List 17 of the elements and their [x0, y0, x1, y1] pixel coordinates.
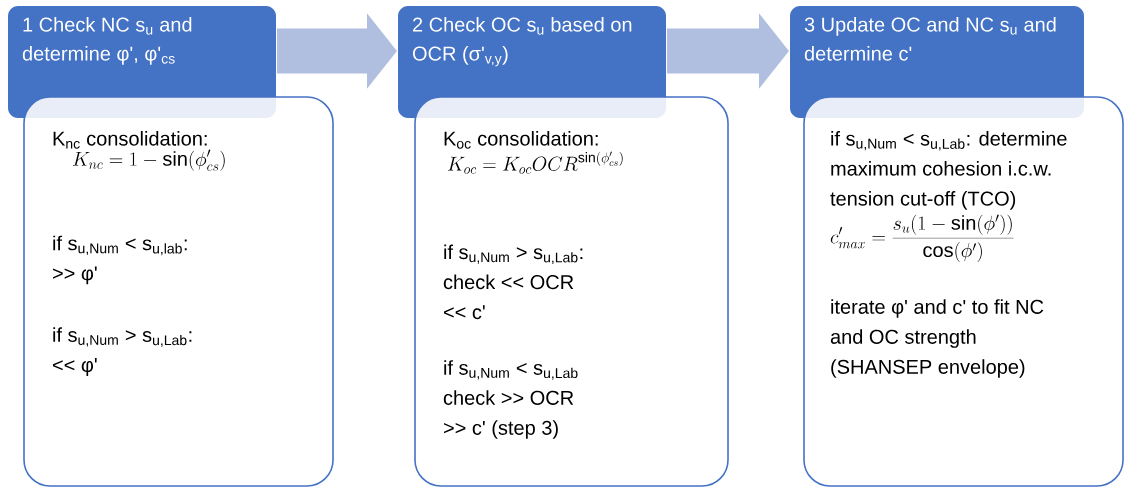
- formula: $K_{nc} = 1 - \sin(\phi_{cs}')$: [72, 149, 225, 171]
- body-text: if s$_{u,Num}$ < s$_{u,lab}$: >> φ': [53, 235, 187, 285]
- content-box: [23, 96, 334, 487]
- formula: $c'_{max} = \frac{s_u(1-\sin(\phi'))}{\cos(\phi')}$: [830, 214, 1014, 262]
- formula: $K_{oc} = K_{oc}OCR^{\sin(\phi_{cs}')}$: [447, 151, 623, 174]
- body-text: if s$_{u,Num}$ > s$_{u,Lab}$: << φ': [53, 327, 192, 376]
- content-box: [414, 96, 729, 487]
- header-text: 1 Check NC s$_{u}$ and determine φ', φ'$_{cs}$: [22, 17, 192, 65]
- body-text: iterate φ' and c' to fit NC and OC strength (SHANSEP envelope): [830, 299, 1044, 378]
- header-text: 2 Check OC s$_{u}$ based on OCR (σ'$_{v,y}$): [412, 17, 632, 67]
- body-text: K$_{oc}$ consolidation:: [444, 131, 598, 149]
- body-text: if s$_{u,Num}$ < s$_{u,Lab}$ check >> OCR >> c' (step 3): [443, 360, 578, 439]
- content-box: [803, 96, 1124, 487]
- header-text: 3 Update OC and NC s$_{u}$ and determine c': [804, 17, 1056, 61]
- body-text: if s$_{u,Num}$ > s$_{u,Lab}$: check << OCR << c': [443, 244, 583, 320]
- body-text: if s$_{u,Num}$ < s$_{u,Lab}$: determine maximum cohesion i.c.w. tension cut-off (TCO): [830, 131, 1067, 210]
- body-text: K$_{nc}$ consolidation:: [53, 131, 207, 149]
